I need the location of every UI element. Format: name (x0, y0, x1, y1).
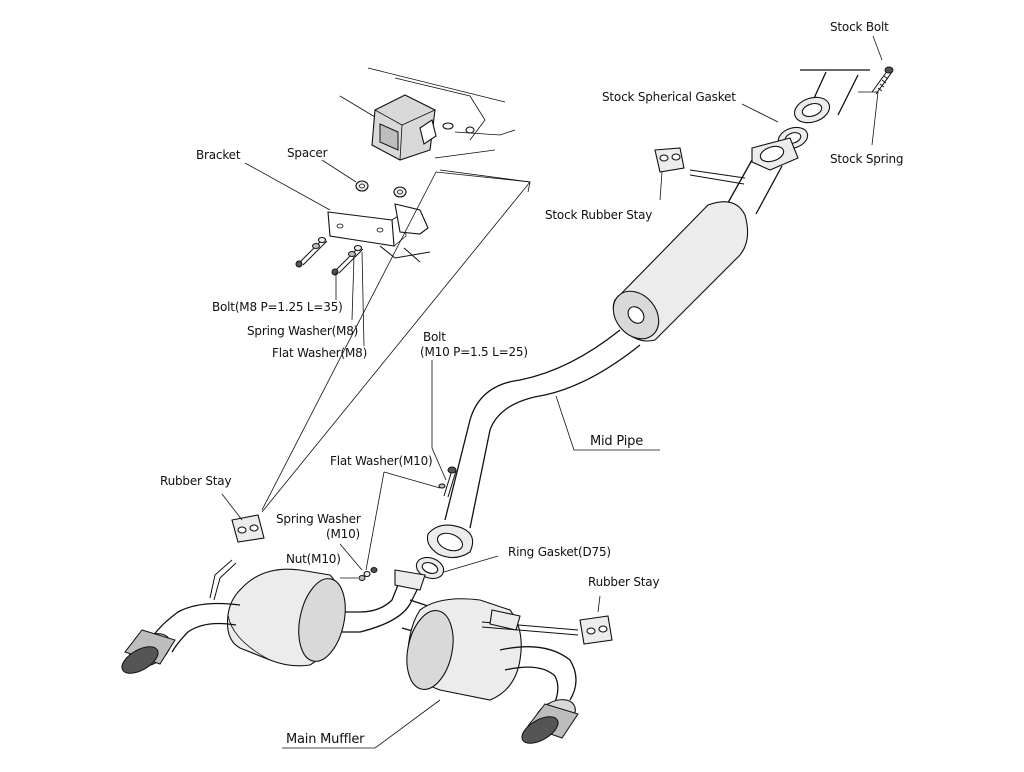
label-stock-rubber-stay: Stock Rubber Stay (545, 208, 653, 222)
m10-nut-washers (358, 567, 378, 581)
label-spring-washer-m10-title: Spring Washer (276, 512, 361, 526)
label-flat-washer-m10: Flat Washer(M10) (330, 454, 433, 468)
m8-fasteners (295, 236, 364, 276)
label-mid-pipe: Mid Pipe (590, 434, 644, 449)
label-bracket: Bracket (196, 148, 241, 162)
label-bolt-m8: Bolt(M8 P=1.25 L=35) (212, 300, 343, 314)
ring-gasket-part (415, 556, 445, 580)
label-flat-washer-m8: Flat Washer(M8) (272, 346, 368, 360)
label-stock-spherical-gasket: Stock Spherical Gasket (602, 90, 736, 104)
m10-bolt-part (438, 466, 457, 498)
label-rubber-stay-right: Rubber Stay (588, 575, 660, 589)
label-spring-washer-m8: Spring Washer(M8) (247, 324, 359, 338)
label-spacer: Spacer (287, 146, 328, 160)
main-muffler-part (121, 514, 613, 744)
label-bolt-m10-spec: (M10 P=1.5 L=25) (420, 345, 528, 359)
label-stock-spring: Stock Spring (830, 152, 904, 166)
chassis-hanger-area (339, 67, 531, 193)
label-bolt-m10-title: Bolt (423, 330, 446, 344)
label-main-muffler: Main Muffler (286, 732, 365, 747)
spacer-parts (355, 180, 407, 198)
label-nut-m10: Nut(M10) (286, 552, 341, 566)
label-ring-gasket: Ring Gasket(D75) (508, 545, 611, 559)
reference-lines (261, 171, 531, 513)
label-spring-washer-m10-spec: (M10) (326, 527, 360, 541)
label-stock-bolt: Stock Bolt (830, 20, 889, 34)
mid-pipe-part (426, 66, 894, 559)
leader-lines (221, 35, 883, 749)
label-rubber-stay-left: Rubber Stay (160, 474, 232, 488)
